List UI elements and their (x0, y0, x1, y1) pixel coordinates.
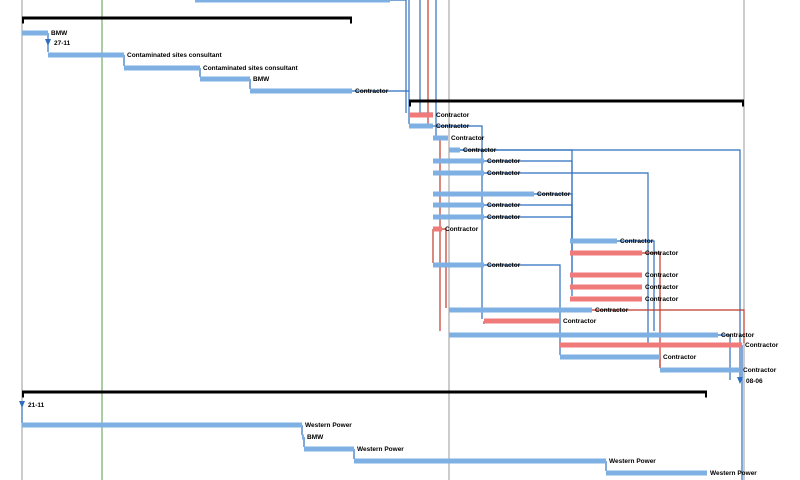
task-bar (484, 318, 560, 324)
task-resource-label: Contractor (463, 147, 497, 154)
task-bar (250, 88, 352, 94)
task-bar (22, 30, 48, 36)
task-resource-label: Contractor (451, 135, 485, 142)
task-resource-label: Contractor (436, 112, 470, 119)
task-resource-label: Contractor (645, 250, 679, 257)
task-bar (570, 238, 617, 244)
task-resource-label: Contractor (620, 238, 654, 245)
task-bar (606, 470, 707, 476)
task-resource-label: Contractor (645, 284, 679, 291)
task-resource-label: Contractor (436, 123, 470, 130)
task-resource-label: Contractor (445, 226, 479, 233)
task-bar (124, 65, 200, 71)
task-bar (449, 332, 718, 338)
task-resource-label: Contractor (487, 262, 521, 269)
task-bar (354, 458, 606, 464)
dependency-link (484, 204, 573, 296)
task-bar (302, 434, 304, 440)
task-bar (409, 123, 433, 129)
task-resource-label: Contractor (745, 342, 779, 349)
milestone-marker (737, 377, 743, 384)
critical-dependency-link (433, 137, 441, 331)
summary-bar-start (409, 99, 411, 107)
milestone-marker (45, 39, 51, 46)
task-resource-label: Western Power (710, 470, 757, 477)
task-bar (560, 354, 660, 360)
task-resource-label: Contaminated sites consultant (127, 52, 222, 59)
task-bar (433, 135, 448, 141)
task-resource-label: Contaminated sites consultant (203, 65, 298, 72)
task-resource-label: Contractor (487, 214, 521, 221)
milestone-date-label: 08-06 (746, 378, 763, 385)
task-bar (433, 191, 534, 197)
critical-dependency-link (592, 309, 745, 343)
task-resource-label: BMW (307, 434, 324, 441)
task-bar (433, 170, 484, 176)
task-bar (660, 367, 740, 373)
task-bar (195, 0, 390, 3)
task-bar (433, 262, 484, 268)
dependency-link (390, 0, 407, 113)
task-resource-label: Contractor (487, 202, 521, 209)
dependency-link (534, 193, 573, 284)
timeline-grid (21, 0, 745, 480)
task-resource-label: Western Power (357, 446, 404, 453)
task-resource-label: Contractor (355, 88, 389, 95)
task-resource-label: Western Power (305, 422, 352, 429)
task-bar (48, 52, 124, 58)
task-bar (433, 202, 484, 208)
task-resource-label: Contractor (721, 332, 755, 339)
task-bar (449, 147, 460, 153)
task-resource-label: Contractor (487, 158, 521, 165)
task-bar (449, 307, 592, 313)
task-bar (304, 446, 354, 452)
dependency-link (484, 172, 649, 343)
task-bar (200, 76, 250, 82)
task-bar (570, 250, 642, 256)
task-resource-label: Contractor (663, 354, 697, 361)
task-resource-label: Western Power (609, 458, 656, 465)
dependency-link (718, 334, 731, 380)
task-resource-label: Contractor (645, 296, 679, 303)
dependency-link (419, 0, 433, 114)
task-resource-label: Contractor (743, 367, 777, 374)
summary-bar-end (742, 99, 744, 107)
dependency-link (617, 240, 655, 331)
summary-bar-start (22, 16, 24, 24)
task-resource-label: BMW (253, 76, 270, 83)
task-bar (560, 342, 742, 348)
summary-bar-end (705, 390, 707, 398)
summary-bar-start (22, 390, 24, 398)
task-resource-label: Contractor (595, 307, 629, 314)
task-bar (433, 158, 484, 164)
task-bar (433, 214, 484, 220)
task-bar (570, 284, 642, 290)
task-resource-label: BMW (51, 30, 68, 37)
critical-dependency-link (642, 252, 661, 368)
summary-bars (22, 16, 744, 398)
dependency-link (433, 125, 483, 319)
milestones (19, 39, 743, 408)
summary-bar (22, 390, 707, 394)
milestone-date-label: 21-11 (28, 402, 45, 409)
task-bar (409, 112, 433, 118)
dependency-link (484, 264, 561, 355)
task-bar (570, 296, 642, 302)
critical-dependency-link (442, 228, 447, 308)
task-resource-label: Contractor (645, 272, 679, 279)
task-resource-label: Contractor (537, 191, 571, 198)
task-resource-label: Contractor (563, 318, 597, 325)
task-bars (22, 0, 742, 476)
task-bar (570, 272, 642, 278)
task-bar (433, 226, 442, 232)
task-resource-label: Contractor (487, 170, 521, 177)
summary-bar-end (350, 16, 352, 24)
milestone-marker (19, 401, 25, 408)
task-bar (22, 422, 302, 428)
milestone-date-label: 27-11 (54, 40, 71, 47)
summary-bar (22, 16, 352, 20)
summary-bar (409, 99, 744, 103)
